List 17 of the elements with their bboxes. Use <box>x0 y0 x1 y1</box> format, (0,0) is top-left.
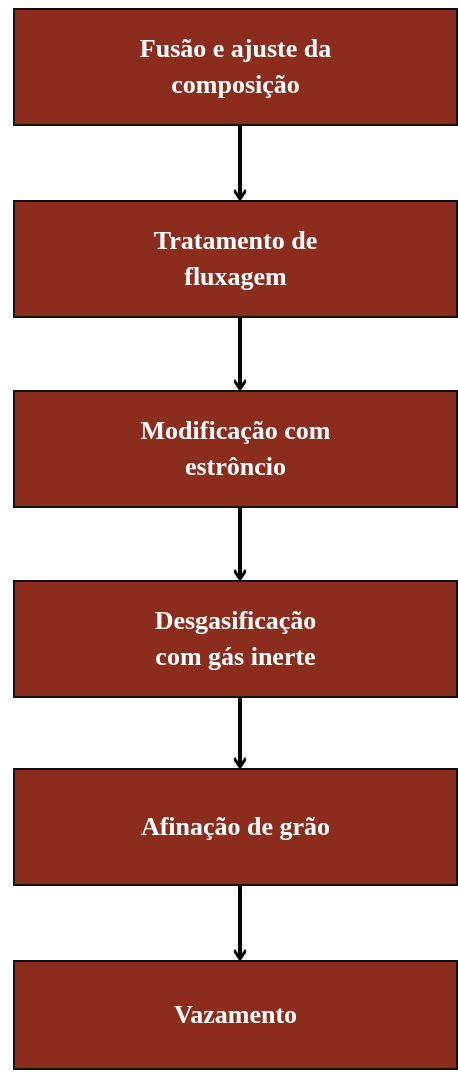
arrow <box>232 126 248 201</box>
step-label: Fusão e ajuste da composição <box>138 33 333 101</box>
process-box <box>13 8 458 126</box>
process-box <box>13 768 458 886</box>
step-label: Afinação de grão <box>139 811 332 843</box>
step-label: Vazamento <box>172 999 299 1031</box>
step-label: Desgasificação com gás inerte <box>153 605 318 673</box>
step-label: Tratamento de fluxagem <box>152 225 319 293</box>
step-label: Modificação com estrôncio <box>139 415 332 483</box>
arrow <box>232 698 248 769</box>
process-box <box>13 580 458 698</box>
arrow <box>232 508 248 581</box>
process-box <box>13 200 458 318</box>
arrow <box>232 318 248 391</box>
process-box <box>13 960 458 1070</box>
process-box <box>13 390 458 508</box>
arrow <box>232 886 248 961</box>
